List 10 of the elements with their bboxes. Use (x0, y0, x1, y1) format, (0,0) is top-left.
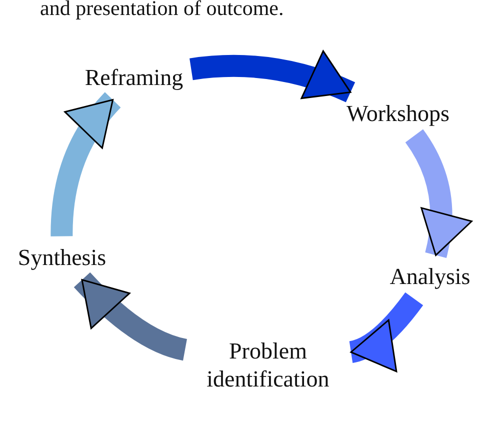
block-arrow (405, 130, 472, 258)
block-arrow (74, 272, 188, 361)
stage-label: Analysis (390, 263, 470, 291)
stage-label: Workshops (346, 100, 450, 128)
block-arrow (190, 50, 355, 102)
stage-label: Reframing (84, 64, 184, 92)
stage-label: Synthesis (18, 244, 106, 272)
block-arrow (50, 92, 121, 236)
note-text: and presentation of outcome. (40, 0, 284, 21)
stage-label: Problem identification (193, 337, 343, 393)
